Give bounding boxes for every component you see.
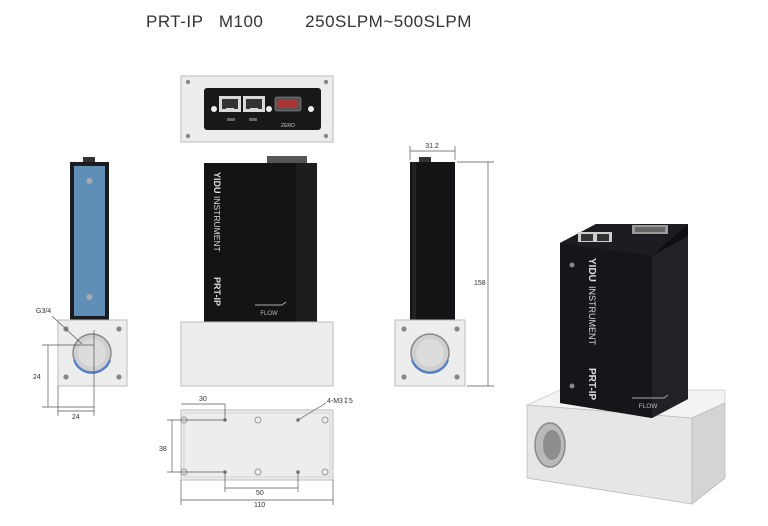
rj45-port-1: [219, 96, 241, 112]
title-model: PRT-IP: [146, 12, 204, 31]
dim-thread: G3/4: [36, 308, 51, 315]
dim-width: 31.2: [425, 143, 439, 150]
dim-bottom-110: 110: [254, 502, 265, 509]
render-brand-bold: YIDU: [586, 258, 597, 282]
page-title: PRT-IP M100 250SLPM~500SLPM: [146, 12, 472, 32]
top-view: ZERO: [180, 75, 334, 143]
dim-bottom-30: 30: [199, 396, 207, 403]
flow-label: FLOW: [260, 311, 278, 317]
dim-side-w: 24: [72, 414, 80, 421]
dim-bottom-38: 38: [159, 446, 167, 453]
title-range: 250SLPM~500SLPM: [305, 12, 472, 31]
rj45-port-2: [243, 96, 265, 112]
bottom-view: 30 4-M3↧5 38 50 110: [159, 396, 353, 509]
render-product-label: PRT-IP: [586, 368, 597, 401]
dim-bottom-50: 50: [256, 490, 264, 497]
brand-bold: YIDU: [212, 172, 222, 194]
product-label: PRT-IP: [212, 277, 222, 306]
front-view: YIDU INSTRUMENT PRT-IP FLOW: [180, 156, 334, 387]
side-dimensions: G3/4 24 24: [33, 308, 95, 421]
product-render: YIDU INSTRUMENT PRT-IP FLOW: [526, 224, 726, 505]
right-side-view: 31.2 158: [394, 143, 494, 387]
dsub-connector: [274, 96, 302, 112]
title-series: M100: [218, 12, 264, 31]
dim-side-h: 24: [33, 374, 41, 381]
render-flow-label: FLOW: [639, 403, 659, 410]
render-brand-light: INSTRUMENT: [587, 286, 597, 345]
brand-light: INSTRUMENT: [212, 196, 222, 252]
dim-height: 158: [474, 280, 486, 287]
zero-label: ZERO: [281, 123, 295, 129]
left-side-view: [57, 157, 128, 387]
dim-screws: 4-M3↧5: [327, 397, 353, 405]
